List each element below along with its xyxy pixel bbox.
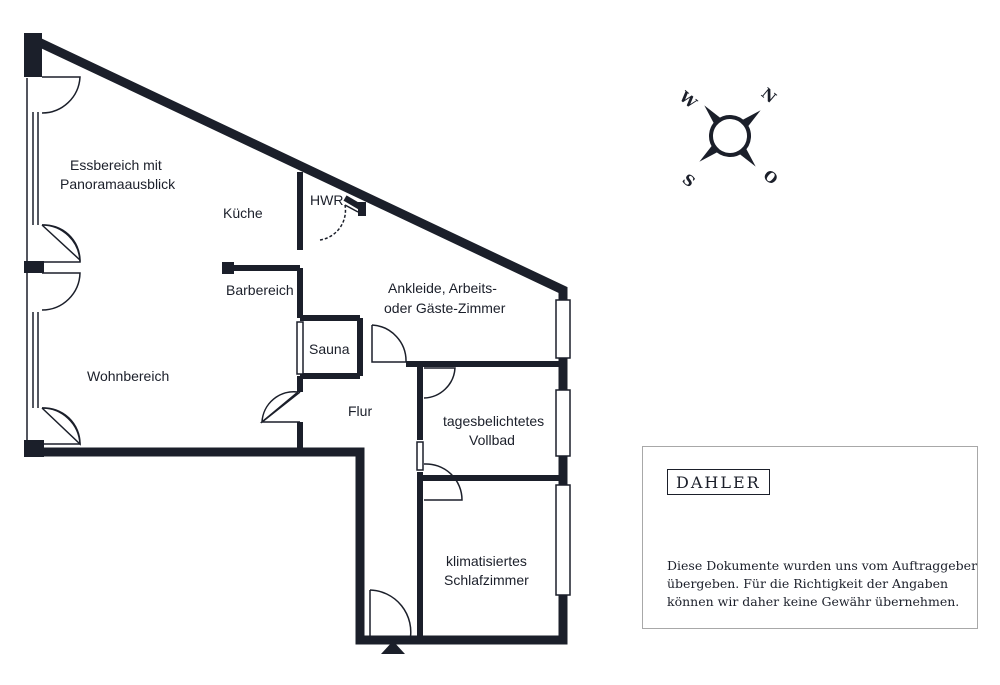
disclaimer-line: Diese Dokumente wurden uns vom Auftragge… (667, 558, 978, 573)
compass-west: W (675, 87, 701, 113)
hwr-wall-stub (358, 202, 366, 216)
label-essbereich-2: Panoramaausblick (60, 176, 176, 192)
disclaimer-box: DAHLER Diese Dokumente wurden uns vom Au… (642, 446, 978, 629)
interior-walls (226, 172, 560, 640)
label-vollbad-1: tagesbelichtetes (443, 413, 544, 429)
label-flur: Flur (348, 403, 372, 419)
compass-icon (699, 105, 761, 167)
label-barbereich: Barbereich (226, 282, 294, 298)
label-wohnbereich: Wohnbereich (87, 368, 169, 384)
bar-counter-end (222, 262, 234, 274)
outer-walls (28, 33, 568, 645)
label-sauna: Sauna (309, 341, 350, 357)
disclaimer-text: Diese Dokumente wurden uns vom Auftragge… (667, 557, 978, 611)
label-schlafzimmer-2: Schlafzimmer (444, 572, 529, 588)
interior-doors (259, 204, 463, 641)
compass-north: N (758, 84, 780, 107)
sauna-window (296, 321, 424, 471)
label-kueche: Küche (223, 205, 263, 221)
label-hwr: HWR (310, 192, 343, 208)
dahler-logo: DAHLER (667, 469, 770, 495)
label-ankleide-1: Ankleide, Arbeits- (388, 280, 497, 296)
left-wall (24, 33, 44, 457)
compass-east: O (760, 166, 782, 188)
right-windows (555, 299, 571, 596)
label-essbereich-1: Essbereich mit (70, 157, 162, 173)
label-schlafzimmer-1: klimatisiertes (446, 553, 527, 569)
compass-south: S (679, 170, 699, 191)
left-windows (26, 78, 39, 440)
label-vollbad-2: Vollbad (469, 432, 515, 448)
disclaimer-line: übergeben. Für die Richtigkeit der Angab… (667, 576, 949, 591)
disclaimer-line: können wir daher keine Gewähr übernehmen… (667, 594, 960, 609)
label-ankleide-2: oder Gäste-Zimmer (384, 300, 506, 316)
entrance-arrow-icon (381, 641, 405, 654)
left-doors (41, 76, 81, 446)
